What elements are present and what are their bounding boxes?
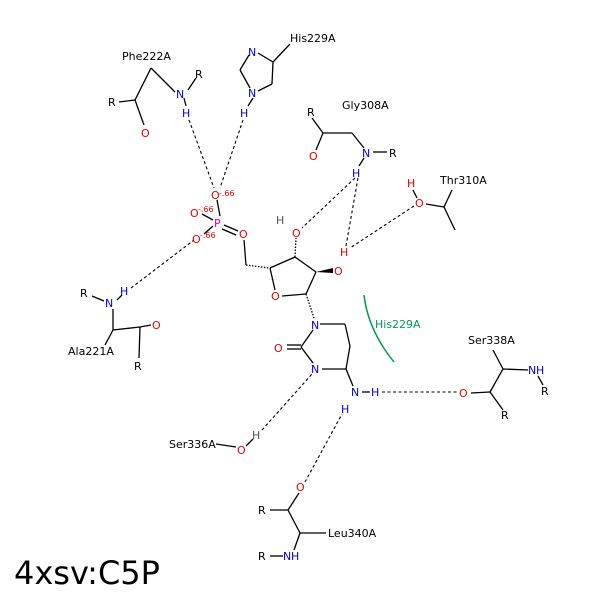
- r-group: R: [195, 68, 203, 81]
- oxygen-atom: O: [141, 127, 150, 140]
- o3-oxygen: O: [292, 227, 301, 240]
- hbond-his229: [219, 119, 244, 189]
- charge-label: -.66: [219, 189, 235, 198]
- r-group: R: [108, 96, 116, 109]
- hydrophobic-residue-label: His229A: [375, 318, 421, 331]
- ring-oxygen: O: [271, 290, 280, 303]
- phosphorus-atom: P: [214, 217, 221, 230]
- hydrogen-atom: H: [240, 107, 248, 120]
- nitrogen-atom: N: [248, 46, 256, 59]
- r-group: R: [501, 409, 509, 422]
- carbonyl-oxygen: O: [274, 342, 283, 355]
- n4-atom: N: [351, 386, 359, 399]
- hydrogen-atom: H: [536, 364, 544, 377]
- nitrogen-atom: N: [176, 88, 184, 101]
- hydrogen-atom: H: [182, 107, 190, 120]
- phosphate-oxygen: O: [190, 207, 199, 220]
- diagram-title: 4xsv:C5P: [14, 554, 160, 592]
- oxygen-atom: O: [152, 319, 161, 332]
- residue-label: Phe222A: [122, 50, 171, 63]
- residue-gly308: Gly308A R O N R H: [307, 99, 397, 180]
- residue-thr310: Thr310A H O: [407, 174, 487, 210]
- hbond-leu340: [304, 413, 343, 483]
- nitrogen-atom: N: [283, 550, 291, 563]
- hydrogen-atom: H: [252, 429, 260, 442]
- r-group: R: [541, 385, 549, 398]
- residue-label: Leu340A: [328, 527, 377, 540]
- oxygen-atom: O: [296, 481, 305, 494]
- n4-hydrogen: H: [341, 403, 349, 416]
- r-group: R: [258, 504, 266, 517]
- r-group: R: [307, 106, 315, 119]
- oxygen-atom: O: [237, 444, 246, 457]
- residue-ser338: Ser338A O R N H R: [459, 334, 549, 422]
- nitrogen-atom: N: [528, 364, 536, 377]
- r-group: R: [389, 147, 397, 160]
- ester-oxygen: O: [239, 228, 248, 241]
- r-group: R: [134, 360, 142, 373]
- charge-label: -.66: [200, 231, 216, 240]
- oxygen-atom: O: [309, 150, 318, 163]
- hbond-thr310: [349, 205, 415, 249]
- oxygen-atom: O: [415, 197, 424, 210]
- residue-label: Gly308A: [342, 99, 389, 112]
- hbond-ala221: [130, 239, 195, 289]
- nitrogen-atom: N: [248, 87, 256, 100]
- hydrogen-atom: H: [291, 550, 299, 563]
- residue-leu340: O R Leu340A R N H: [258, 481, 377, 563]
- residue-his229: His229A N N H: [240, 32, 336, 120]
- residue-bonds: [91, 43, 544, 557]
- n1-atom: N: [311, 319, 319, 332]
- residue-label: Ser338A: [468, 334, 515, 347]
- hbond-gly308-o3: [301, 177, 356, 229]
- n3-atom: N: [311, 363, 319, 376]
- nitrogen-atom: N: [362, 147, 370, 160]
- residue-ser336: Ser336A O H: [169, 429, 260, 457]
- r-group: R: [80, 287, 88, 300]
- hydrophobic-contact-arc: [363, 294, 395, 363]
- r-group: R: [258, 550, 266, 563]
- residue-label: Ala221A: [68, 345, 114, 358]
- o2-hydrogen: H: [340, 246, 348, 259]
- residue-label: Ser336A: [169, 438, 216, 451]
- phosphate-oxygen: O: [211, 189, 220, 202]
- charge-label: -.66: [198, 205, 214, 214]
- residue-label: His229A: [290, 32, 336, 45]
- hydrogen-atom: H: [352, 167, 360, 180]
- hbond-phe222: [188, 119, 215, 189]
- hydrogen-bonds: [130, 119, 458, 483]
- phosphate-oxygen: O: [192, 233, 201, 246]
- ligand-bonds: [201, 199, 370, 393]
- nitrogen-atom: N: [105, 297, 113, 310]
- residue-ala221: R N H O R Ala221A: [68, 285, 161, 373]
- hydrogen-atom: H: [120, 285, 128, 298]
- hbond-gly308-o2: [345, 177, 359, 247]
- residue-phe222: Phe222A R R O N H: [108, 50, 203, 140]
- residue-label: Thr310A: [439, 174, 487, 187]
- oxygen-atom: O: [459, 387, 468, 400]
- n4-hydrogen: H: [371, 386, 379, 399]
- hbond-ser336: [261, 373, 313, 431]
- o2-oxygen: O: [334, 265, 343, 278]
- o3-hydrogen: H: [276, 214, 284, 227]
- ligand-atoms: P O -.66 O -.66 O -.66 O O O H O H N N O…: [190, 189, 379, 416]
- hydrogen-atom: H: [407, 177, 415, 190]
